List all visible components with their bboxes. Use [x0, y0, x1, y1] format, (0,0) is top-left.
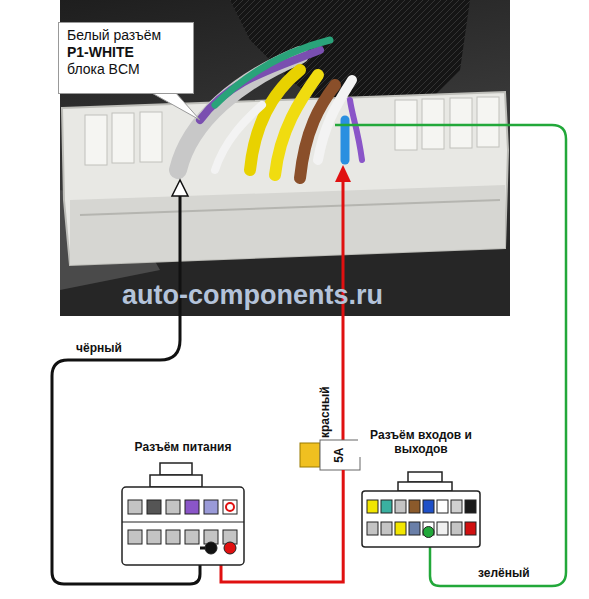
wire-connector [221, 470, 343, 582]
fuse-symbol [300, 440, 360, 470]
callout-text: Белый разъём [67, 27, 185, 44]
fuse-box: 5A [320, 440, 360, 470]
callout-text: блока BCM [67, 61, 185, 78]
io-connector-symbol [362, 472, 480, 547]
connector-photo [60, 0, 510, 316]
connector-box: Разъём входов и выходов [358, 428, 484, 550]
callout-box: Белый разъёмP1-WHITEблока BCM [58, 22, 194, 94]
callout-text: P1-WHITE [67, 44, 185, 61]
black-wire-end [200, 547, 205, 550]
power-connector-symbol [122, 463, 244, 565]
callout-pointer [150, 92, 200, 120]
connector-title: Разъём питания [118, 440, 248, 454]
fuse-rating: 5A [333, 447, 347, 462]
wire-label: красный [318, 386, 332, 438]
green-wire [335, 125, 566, 586]
connector-title: Разъём входов и выходов [358, 428, 484, 457]
watermark: auto-components.ru [122, 280, 383, 311]
wire-label: зелёный [478, 566, 530, 580]
connector-box: Разъём питания [118, 440, 248, 572]
wire-label: чёрный [76, 341, 122, 355]
